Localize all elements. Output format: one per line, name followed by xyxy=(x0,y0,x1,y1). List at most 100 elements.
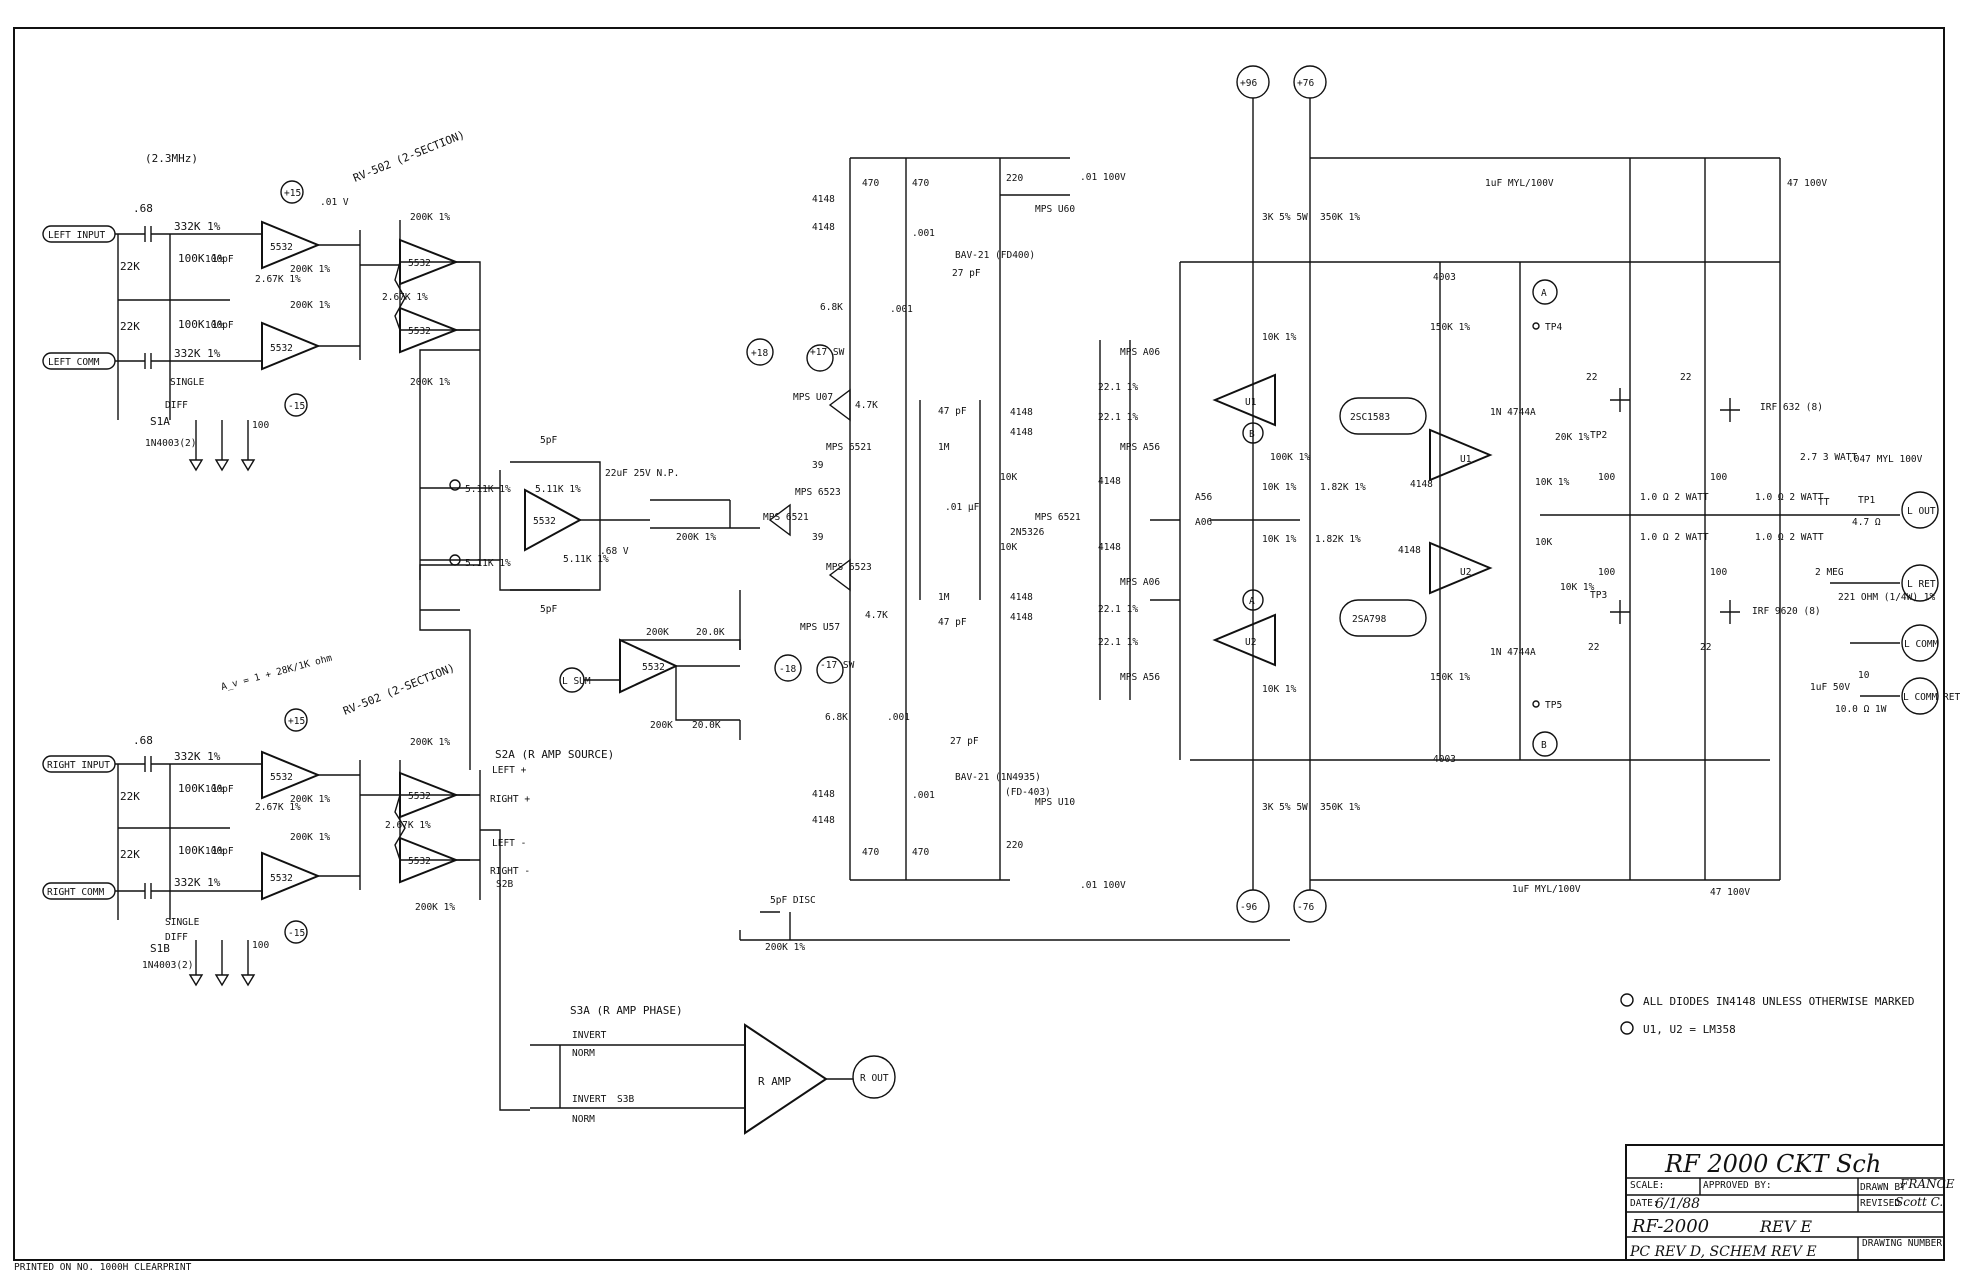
cap-1uf50-label: 1uF 50V xyxy=(1810,682,1850,693)
rv502-left-label: RV-502 (2-SECTION) xyxy=(351,128,466,185)
node-a-lower xyxy=(1242,589,1264,611)
res-1m-b: 1M xyxy=(938,592,950,603)
r-out-label: R OUT xyxy=(860,1073,889,1084)
s1b-single-label: SINGLE xyxy=(165,917,200,928)
res-20k-1: 20K 1% xyxy=(1555,432,1590,443)
opamp-u1-a xyxy=(1212,373,1276,427)
s2a-right-plus: RIGHT + xyxy=(490,794,530,805)
res-39-a: 39 xyxy=(812,460,824,471)
res-200k-rv-d: 200K 1% xyxy=(415,902,455,913)
tt-label: TT xyxy=(1818,497,1830,508)
mps-a56-label: MPS A56 xyxy=(1120,442,1160,453)
res-200k-lsum-b: 200K xyxy=(650,720,673,731)
res-10k-drv-b: 10K xyxy=(1000,542,1017,553)
rail-p15-left xyxy=(280,180,304,204)
tb-title: RF 2000 CKT Sch xyxy=(1664,1150,1881,1178)
rv502-right-label: RV-502 (2-SECTION) xyxy=(341,661,456,718)
tp3-label[interactable]: TP3 xyxy=(1590,590,1607,601)
opamp-5532-rv-d xyxy=(399,836,459,884)
mps-6523-b: MPS 6523 xyxy=(826,562,872,573)
res-20k-lsum: 20.0K xyxy=(696,627,725,638)
s1a-label[interactable]: S1A xyxy=(150,415,170,428)
right-comm-label: RIGHT COMM xyxy=(47,887,104,898)
q-2sc1583-label: 2SC1583 xyxy=(1350,412,1390,423)
res-470-bot-a: 470 xyxy=(862,847,879,858)
opamp-5532-rv-b xyxy=(399,306,459,354)
res-200k-fb: 200K 1% xyxy=(765,942,805,953)
cap-27pf-top: 27 pF xyxy=(952,268,981,279)
res-220-top: 220 xyxy=(1006,173,1023,184)
res-22k-left-b: 22K xyxy=(120,320,140,333)
protection-stage: +96 +76 -96 -76 4003 4003 U1 U2 B A U1 U… xyxy=(1150,65,1780,923)
cap-5pf-disc: 5pF DISC xyxy=(770,895,816,906)
res-22k-right-b: 22K xyxy=(120,848,140,861)
u2-label-a: U2 xyxy=(1245,637,1256,648)
res-1ohm-c: 1.0 Ω 2 WATT xyxy=(1755,492,1824,503)
res-511k-a: 5.11K 1% xyxy=(465,484,511,495)
rail-p18-label: +18 xyxy=(751,348,768,359)
s2a-left-plus: LEFT + xyxy=(492,765,527,776)
cap-47pf-b: 47 pF xyxy=(938,617,967,628)
s2b-label[interactable]: S2B xyxy=(496,879,513,890)
tp5-label[interactable]: TP5 xyxy=(1545,700,1562,711)
res-200k-right-a: 200K 1% xyxy=(290,794,330,805)
notes: ALL DIODES IN4148 UNLESS OTHERWISE MARKE… xyxy=(1620,993,1915,1036)
mps-u57-label: MPS U57 xyxy=(800,622,840,633)
mps-6523-a: MPS 6523 xyxy=(795,487,841,498)
rail-m15-right-label: -15 xyxy=(288,928,305,939)
transistor-2sc1583 xyxy=(1339,397,1427,435)
cap-5pf-a: 5pF xyxy=(540,435,557,446)
opamp-5532-lsum xyxy=(619,638,679,694)
cap-100pf-left-b: 100pF xyxy=(205,320,234,331)
left-input-stage: LEFT INPUT LEFT COMM .68 22K 22K 332K 1%… xyxy=(42,128,481,472)
opamp-5532-rv-b-label: 5532 xyxy=(408,326,431,337)
a06-label: A06 xyxy=(1195,517,1212,528)
tp1-label[interactable]: TP1 xyxy=(1858,495,1875,506)
diode-4003-top: 4003 xyxy=(1433,272,1456,283)
res-22-gate-c: 22 xyxy=(1588,642,1599,653)
res-332k-left-b: 332K 1% xyxy=(174,347,221,360)
tp2-label[interactable]: TP2 xyxy=(1590,430,1607,441)
res-150k-a: 150K 1% xyxy=(1430,322,1470,333)
title-block: RF 2000 CKT Sch SCALE: APPROVED BY: DRAW… xyxy=(14,1144,1955,1273)
res-511k-b: 5.11K 1% xyxy=(465,558,511,569)
res-10k-p-c: 10K 1% xyxy=(1262,534,1297,545)
opamp-5532-right-b xyxy=(261,851,321,901)
res-1m-a: 1M xyxy=(938,442,950,453)
res-47k-top: 4.7K xyxy=(855,400,878,411)
irf9620-label: IRF 9620 (8) xyxy=(1752,606,1821,617)
cap-5pf-b: 5pF xyxy=(540,604,557,615)
res-100-o-b: 100 xyxy=(1710,472,1727,483)
node-a-label: A xyxy=(1541,288,1547,299)
res-200k-rv-c: 200K 1% xyxy=(410,737,450,748)
res-22-gate-d: 22 xyxy=(1700,642,1711,653)
s2a-label[interactable]: S2A (R AMP SOURCE) xyxy=(495,748,614,761)
res-39-b: 39 xyxy=(812,532,824,543)
output-stage: 22 22 22 22 IRF 632 (8) IRF 9620 (8) TP2… xyxy=(1485,158,1960,898)
tb-date-label: DATE: xyxy=(1630,1198,1659,1209)
res-10k-p-a: 10K 1% xyxy=(1262,332,1297,343)
s3a-norm: NORM xyxy=(572,1048,595,1059)
res-100k-right-a: 100K 1% xyxy=(178,782,225,795)
res-332k-right-b: 332K 1% xyxy=(174,876,221,889)
diode-4148-bot-a: 4148 xyxy=(812,789,835,800)
s3b-label[interactable]: S3B xyxy=(617,1094,634,1105)
res-100k-p: 100K 1% xyxy=(1270,452,1310,463)
res-10ohm-label: 10.0 Ω 1W xyxy=(1835,704,1887,715)
opamp-5532-left-b xyxy=(261,321,321,371)
left-comm-label: LEFT COMM xyxy=(48,357,100,368)
r-amp-label: R AMP xyxy=(758,1075,791,1088)
res-1ohm-b: 1.0 Ω 2 WATT xyxy=(1640,532,1709,543)
cap-68-left: .68 xyxy=(133,202,153,215)
res-27-label: 2.7 3 WATT xyxy=(1800,452,1857,463)
s3a-label[interactable]: S3A (R AMP PHASE) xyxy=(570,1004,683,1017)
tb-revised-value: Scott C. xyxy=(1895,1195,1943,1209)
s1b-label[interactable]: S1B xyxy=(150,942,170,955)
s1b-diode-label: 1N4003(2) xyxy=(142,960,193,971)
tp4-label[interactable]: TP4 xyxy=(1545,322,1562,333)
res-30k: 10K 1% xyxy=(1560,582,1595,593)
diode-4148-p-a: 4148 xyxy=(1410,479,1433,490)
cap-47-top: 47 100V xyxy=(1787,178,1827,189)
